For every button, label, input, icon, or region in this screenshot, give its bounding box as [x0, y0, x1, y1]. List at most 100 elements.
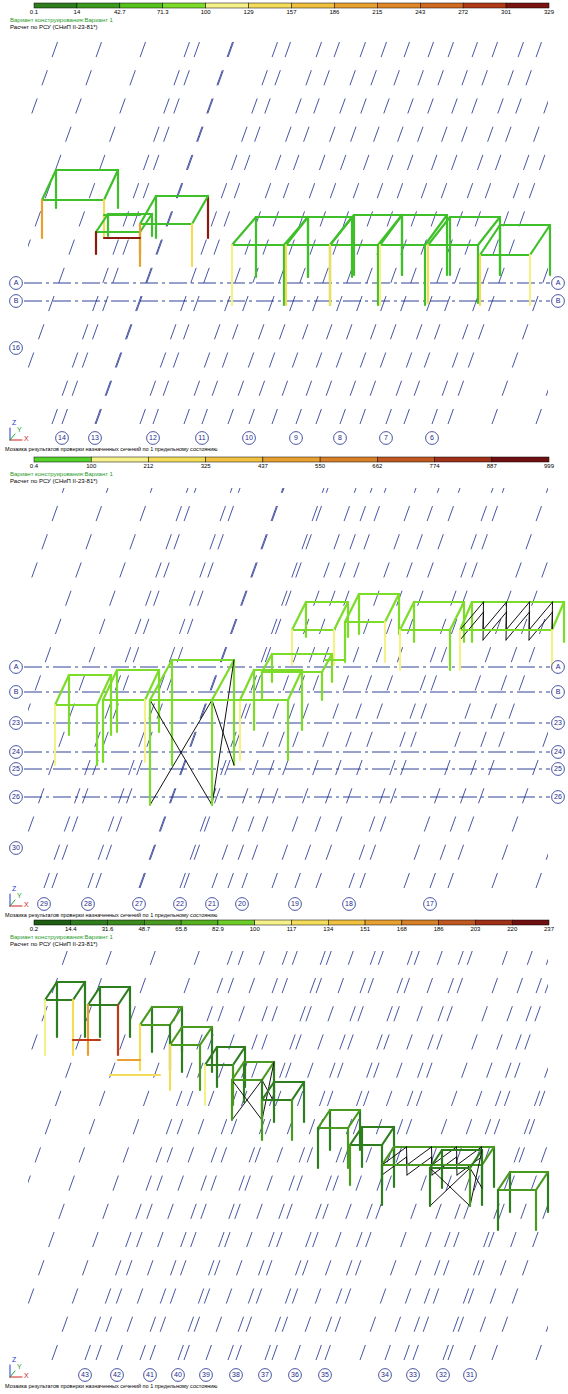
- scale-value: 65.8: [175, 926, 187, 933]
- member: [424, 245, 426, 305]
- grid-line: [139, 488, 283, 888]
- axis-name: B: [9, 685, 23, 699]
- calc-title: Расчет по РСУ (СНиП II-23-81*): [10, 478, 98, 485]
- member: [272, 653, 332, 655]
- scale-value: 774: [430, 463, 440, 470]
- scale-segment: [77, 3, 120, 8]
- member: [117, 170, 119, 208]
- member: [470, 1150, 482, 1206]
- scale-value: 157: [286, 9, 296, 16]
- variant-title: Вариант конструирования:Вариант 1: [10, 934, 113, 941]
- member: [240, 699, 288, 701]
- axis-name: 20: [235, 897, 249, 911]
- member: [483, 612, 485, 640]
- member: [307, 217, 309, 277]
- scale-value: 215: [372, 9, 382, 16]
- axis-circle-outline: [290, 432, 303, 445]
- axis-name: 21: [205, 897, 219, 911]
- member: [330, 1109, 360, 1111]
- scale-segment: [34, 3, 77, 8]
- axis-name: 40: [171, 1368, 185, 1382]
- axis-marker: B: [9, 294, 23, 308]
- scale-value: 14.4: [65, 926, 77, 933]
- member: [274, 1081, 304, 1083]
- scale-value: 243: [415, 9, 425, 16]
- member: [73, 982, 85, 1000]
- member: [359, 593, 399, 595]
- member: [483, 612, 507, 640]
- axis-name: 14: [55, 431, 69, 445]
- grid-line: [85, 951, 232, 1360]
- axis-circle-outline: [174, 898, 187, 911]
- axis-name: 26: [9, 790, 23, 804]
- member: [55, 170, 57, 208]
- axis-circle-outline: [82, 898, 95, 911]
- member: [96, 214, 108, 232]
- axis-circle-outline: [144, 1369, 157, 1382]
- member: [429, 1168, 431, 1206]
- scale-value: 325: [201, 463, 211, 470]
- axis-name: 31: [463, 1368, 477, 1382]
- scale-value: 0.2: [30, 926, 38, 933]
- member: [55, 704, 97, 706]
- member: [261, 672, 263, 700]
- axis-marker: B: [551, 294, 565, 308]
- axis-name: 43: [78, 1368, 92, 1382]
- member: [104, 214, 140, 216]
- member: [329, 245, 331, 305]
- member: [239, 700, 241, 760]
- member: [284, 217, 308, 245]
- scale-segment: [108, 920, 145, 925]
- member: [378, 215, 402, 245]
- axis-name: 24: [9, 745, 23, 759]
- member: [380, 244, 425, 246]
- member: [129, 987, 131, 1037]
- member: [479, 255, 481, 305]
- member: [325, 659, 345, 661]
- member: [285, 245, 287, 305]
- axis-marker: 19: [288, 897, 302, 911]
- member: [428, 244, 478, 246]
- grid-line: [360, 951, 507, 1360]
- grid-line: [536, 488, 548, 888]
- member: [510, 1171, 548, 1173]
- axis-marker: 23: [551, 716, 565, 730]
- scale-segment: [34, 920, 71, 925]
- member: [414, 601, 464, 603]
- axis-name: 35: [318, 1368, 332, 1382]
- grid-line: [28, 34, 104, 424]
- member: [57, 981, 85, 983]
- grid-line: [52, 34, 192, 424]
- member: [110, 1074, 160, 1076]
- member: [140, 223, 192, 225]
- grid-line: [52, 951, 199, 1360]
- grid-line: [206, 951, 353, 1360]
- member: [535, 1190, 537, 1230]
- member: [204, 1065, 206, 1105]
- grid-line: [184, 34, 324, 424]
- member: [10, 1377, 22, 1378]
- member: [41, 200, 43, 238]
- scale-value: 168: [397, 926, 407, 933]
- axis-circle-outline: [38, 898, 51, 911]
- axis-circle-outline: [196, 432, 209, 445]
- scale-segment: [435, 457, 492, 462]
- axis-marker: 23: [9, 716, 23, 730]
- member: [351, 217, 353, 277]
- member: [69, 674, 111, 676]
- member: [232, 244, 284, 246]
- member: [118, 1059, 140, 1061]
- axis-name: 27: [132, 897, 146, 911]
- scale-segment: [263, 457, 320, 462]
- member: [140, 196, 156, 224]
- member: [232, 1080, 262, 1120]
- member: [233, 660, 235, 765]
- member: [506, 612, 508, 640]
- axis-marker: 40: [171, 1368, 185, 1382]
- member: [430, 1150, 442, 1168]
- grid-line: [96, 951, 243, 1360]
- scale-segment: [255, 920, 292, 925]
- member: [460, 612, 484, 640]
- member: [292, 1082, 304, 1100]
